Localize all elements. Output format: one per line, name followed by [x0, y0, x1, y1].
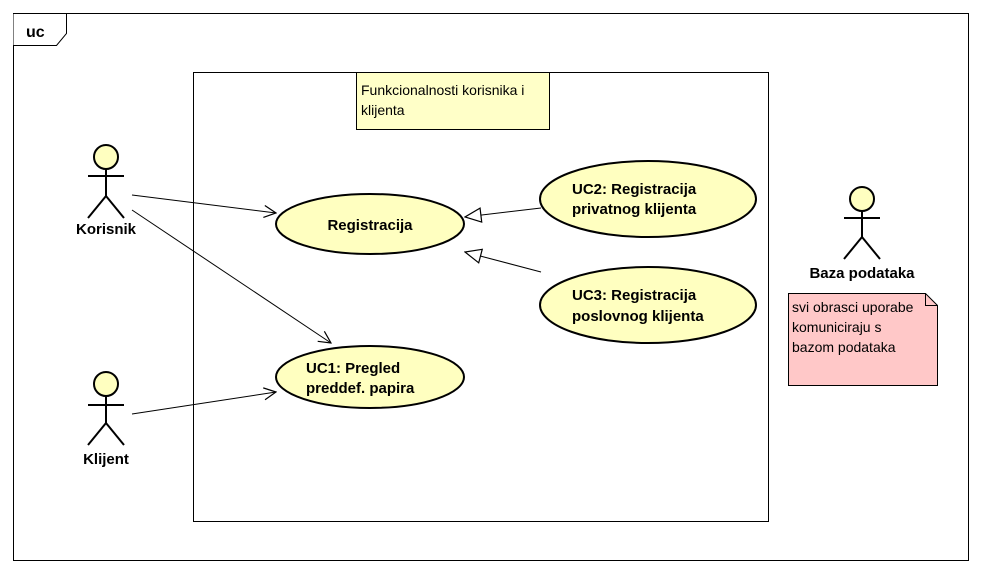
actor-baza-podataka[interactable] — [843, 186, 881, 260]
frame-tag-box — [13, 13, 67, 46]
use-case-label-line-1: UC3: Registracija — [572, 287, 697, 304]
system-note-box — [356, 72, 550, 130]
use-case-label-line-2: privatnog klijenta — [572, 201, 697, 218]
comment-note — [788, 293, 938, 386]
actor-label-korisnik: Korisnik — [76, 221, 137, 238]
generalization-uc3-registracija — [465, 252, 542, 273]
use-case-label: Registracija — [327, 217, 413, 234]
actor-klijent[interactable] — [87, 371, 125, 446]
stick-figure-icon — [843, 186, 881, 260]
actor-label-baza-podataka: Baza podataka — [809, 265, 915, 282]
generalization-uc2-registracija — [465, 208, 542, 217]
use-case-label-line-1: UC2: Registracija — [572, 181, 697, 198]
frame-tag-label: uc — [26, 24, 45, 41]
association-korisnik-uc1 — [131, 209, 331, 343]
use-case-label-line-1: UC1: Pregled — [306, 360, 400, 377]
system-note-text: Funkcionalnosti korisnika i klijenta — [361, 82, 525, 118]
use-case-registracija[interactable]: Registracija — [275, 193, 465, 255]
actor-korisnik[interactable] — [87, 144, 125, 219]
use-case-label-line-2: poslovnog klijenta — [572, 308, 704, 325]
use-case-uc2[interactable]: UC2: Registracija privatnog klijenta — [539, 160, 757, 238]
use-case-uc1[interactable]: UC1: Pregled preddef. papira — [275, 345, 465, 409]
stick-figure-icon — [87, 371, 125, 446]
use-case-label-line-2: preddef. papira — [306, 380, 415, 397]
association-klijent-uc1 — [131, 392, 276, 415]
use-case-uc3[interactable]: UC3: Registracija poslovnog klijenta — [539, 266, 757, 344]
comment-note-text: svi obrasci uporabe komuniciraju s bazom… — [792, 299, 914, 355]
folded-corner-icon — [925, 293, 938, 306]
association-korisnik-registracija — [131, 194, 276, 213]
actor-label-klijent: Klijent — [83, 451, 129, 468]
stick-figure-icon — [87, 144, 125, 219]
